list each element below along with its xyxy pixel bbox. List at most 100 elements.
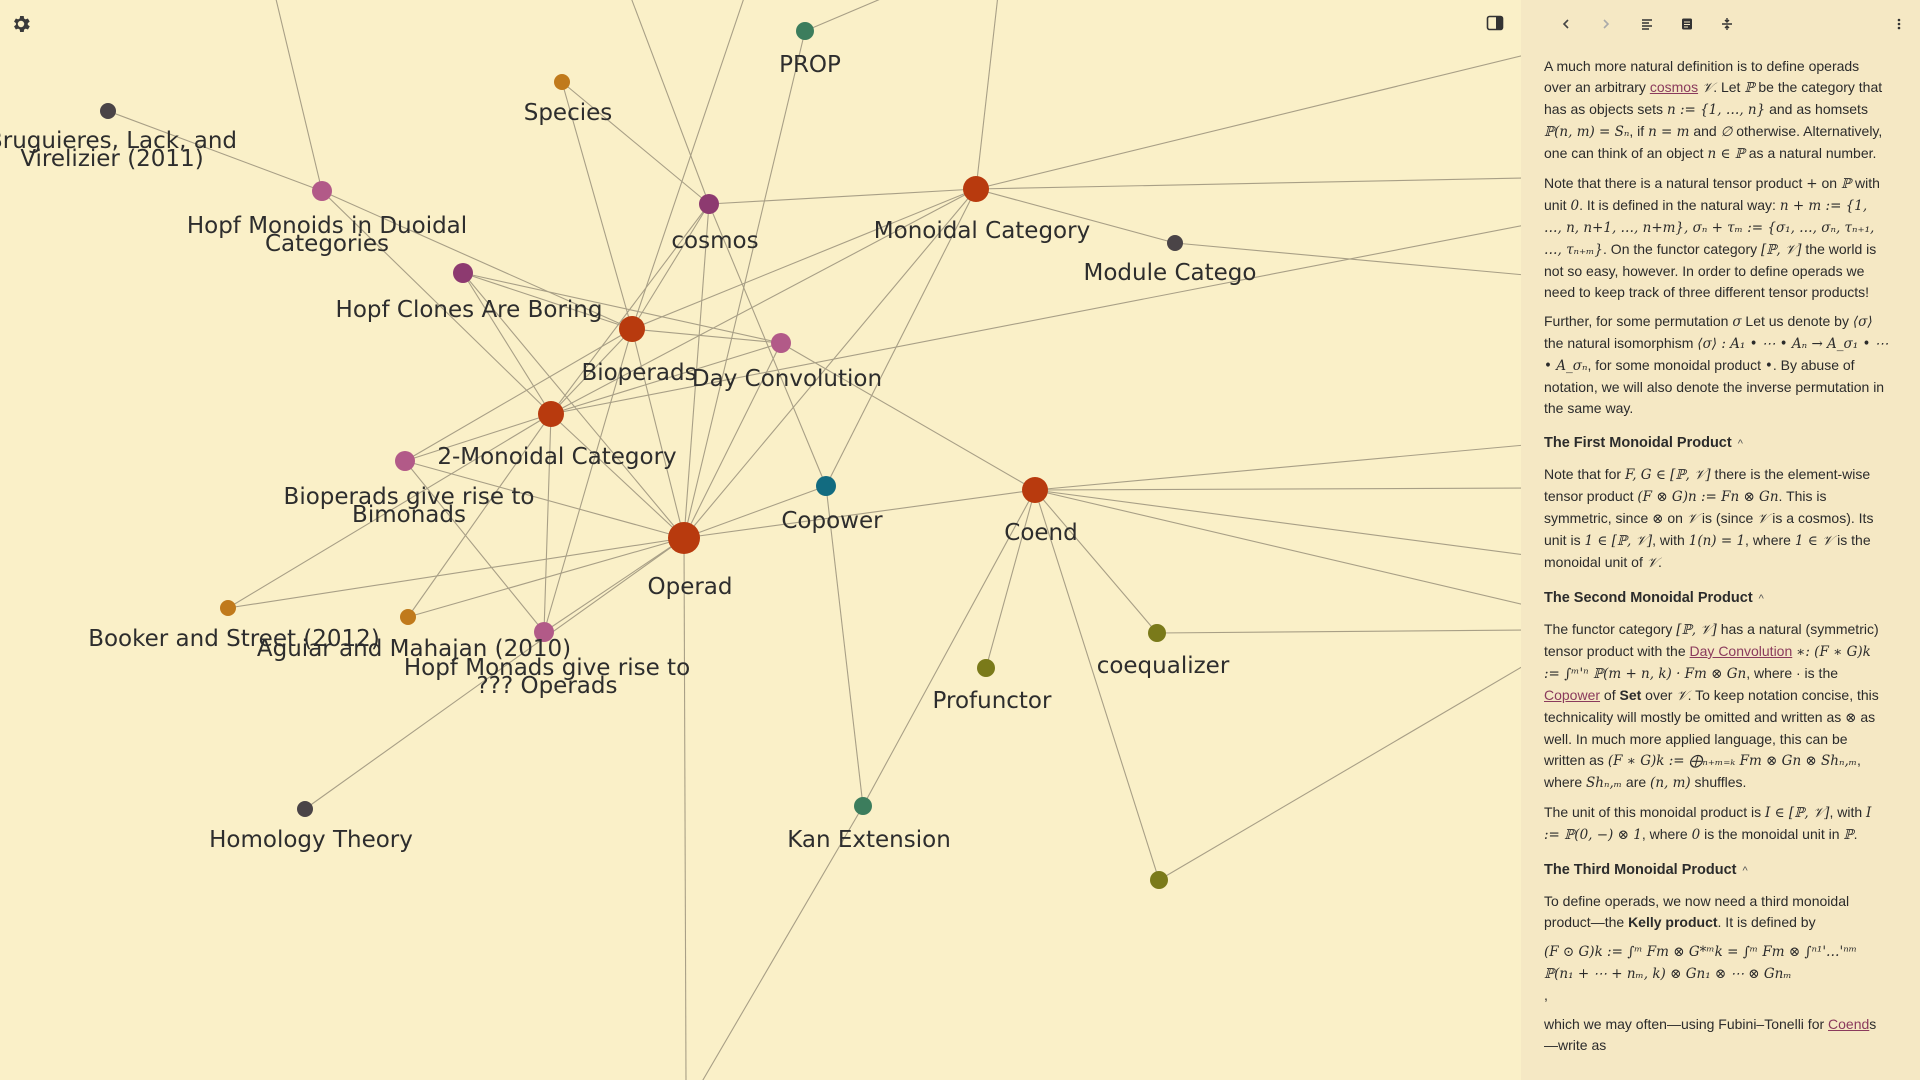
graph-node-homology[interactable] [297,801,313,817]
graph-node-label[interactable]: cosmos [671,228,758,254]
more-button[interactable] [1887,12,1911,36]
document-button[interactable] [1675,12,1699,36]
graph-node-day[interactable] [771,333,791,353]
collapse-caret-icon[interactable]: ^ [1737,438,1743,450]
graph-edge [404,460,545,633]
graph-node-booker[interactable] [220,600,236,616]
node-layer [100,22,1183,889]
text: Note that for [1544,466,1625,482]
graph-node-label[interactable]: Module Catego [1084,260,1257,286]
graph-node-label[interactable]: Hopf Monads give rise to??? Operads [404,655,690,699]
graph-node-label[interactable]: Bioperads [581,360,696,386]
text: , where [1641,826,1692,842]
text: s —write as [1544,1016,1877,1053]
graph-node-hopf-clones[interactable] [453,263,473,283]
graph-node-label[interactable]: Booker and Street (2012) [88,626,380,652]
math: ℙ(n, m) = Sₙ [1544,124,1630,140]
graph-node-kan[interactable] [854,797,872,815]
graph-edge [825,188,977,487]
graph-node-module[interactable] [1167,235,1183,251]
align-button[interactable] [1635,12,1659,36]
graph-edge [550,342,782,415]
graph-node-coequalizer[interactable] [1148,624,1166,642]
math: 1 ∈ [ℙ, 𝒱] [1584,533,1653,549]
chevron-right-icon [1603,19,1610,29]
link-copower[interactable]: Copower [1544,687,1601,703]
link-coend[interactable]: Coend [1828,1016,1870,1032]
graph-node-profunctor[interactable] [977,659,995,677]
graph-edge [825,485,864,807]
text: are [1622,774,1651,790]
graph-node-label[interactable]: 2-Monoidal Category [437,444,676,470]
collapse-button[interactable] [1715,12,1739,36]
text: . By abuse of notation, we will also den… [1544,357,1885,416]
graph-node-hopf-monads[interactable] [534,622,554,642]
graph-node-offscreen-bottom[interactable] [1150,871,1168,889]
math: ℙ [1840,176,1852,192]
graph-node-label[interactable]: Kan Extension [787,827,951,853]
graph-node-label[interactable]: coequalizer [1097,653,1230,679]
graph-node-label[interactable]: Species [524,100,613,126]
graph-node-bioperads[interactable] [619,316,645,342]
graph-node-operad[interactable] [668,522,700,554]
graph-node-bioperads-bimonads[interactable] [395,451,415,471]
graph-node-hopf-monoids[interactable] [312,181,332,201]
section-heading-second-product[interactable]: The Second Monoidal Product^ [1544,588,1889,610]
collapse-caret-icon[interactable]: ^ [1742,865,1748,877]
graph-edge [985,489,1036,669]
graph-node-coend[interactable] [1022,477,1048,503]
graph-node-label[interactable]: Operad [647,574,732,600]
settings-button[interactable] [10,13,32,35]
graph-node-copower[interactable] [816,476,836,496]
graph-node-prop[interactable] [796,22,814,40]
graph-node-label[interactable]: Coend [1004,520,1077,546]
back-button[interactable] [1554,12,1578,36]
text: as a natural number. [1744,145,1877,161]
text: To define operads, we now need a third m… [1544,893,1850,930]
graph-node-monoidal[interactable] [963,176,989,202]
graph-edge [561,81,633,330]
forward-button[interactable] [1594,12,1618,36]
sidebar-toggle-icon [1486,15,1504,31]
graph-node-label[interactable]: Hopf Clones Are Boring [336,297,603,323]
link-cosmos[interactable]: cosmos [1649,79,1699,95]
math: ℙ [1843,827,1854,843]
graph-node-label[interactable]: Copower [781,508,883,534]
graph-node-species[interactable] [554,74,570,90]
gear-icon [14,16,30,32]
graph-node-label[interactable]: Homology Theory [209,827,413,853]
text: otherwise. Alternatively, one can think … [1544,123,1883,161]
graph-edge [543,328,633,633]
graph-edge [462,272,685,539]
panel-toggle-button[interactable] [1486,14,1504,32]
math: ⟨σ⟩ : A₁ • ⋯ • Aₙ → A_σ₁ • ⋯ • A_σₙ [1544,336,1889,374]
link-day-convolution[interactable]: Day Convolution [1689,643,1793,659]
graph-node-aguiar[interactable] [400,609,416,625]
math: (F ⊙ G)k := ∫ᵐ Fm ⊗ G*ᵐk = ∫ᵐ Fm ⊗ ∫ⁿ¹'…… [1544,944,1858,982]
section-heading-first-product[interactable]: The First Monoidal Product^ [1544,433,1889,455]
graph-node-label[interactable]: Aguiar and Mahajan (2010) [257,636,571,662]
graph-node-label[interactable]: Monoidal Category [874,218,1090,244]
text: shuffles. [1690,774,1747,790]
text: A much more natural definition is to def… [1544,58,1860,95]
section-heading-third-product[interactable]: The Third Monoidal Product^ [1544,860,1889,882]
graph-node-label[interactable]: PROP [779,52,841,78]
graph-node-blv[interactable] [100,103,116,119]
math: F, G ∈ [ℙ, 𝒱] [1624,467,1711,483]
graph-edge [683,30,806,539]
graph-edge [975,177,1521,190]
graph-node-label[interactable]: Day Convolution [692,366,882,392]
graph-node-cosmos[interactable] [699,194,719,214]
document-icon [1682,18,1692,30]
graph-edge [1034,489,1521,556]
collapse-caret-icon[interactable]: ^ [1758,593,1764,605]
graph-edge [683,203,710,539]
graph-node-label[interactable]: Profunctor [933,688,1052,714]
graph-edge [543,537,685,633]
graph-node-two-monoidal[interactable] [538,401,564,427]
